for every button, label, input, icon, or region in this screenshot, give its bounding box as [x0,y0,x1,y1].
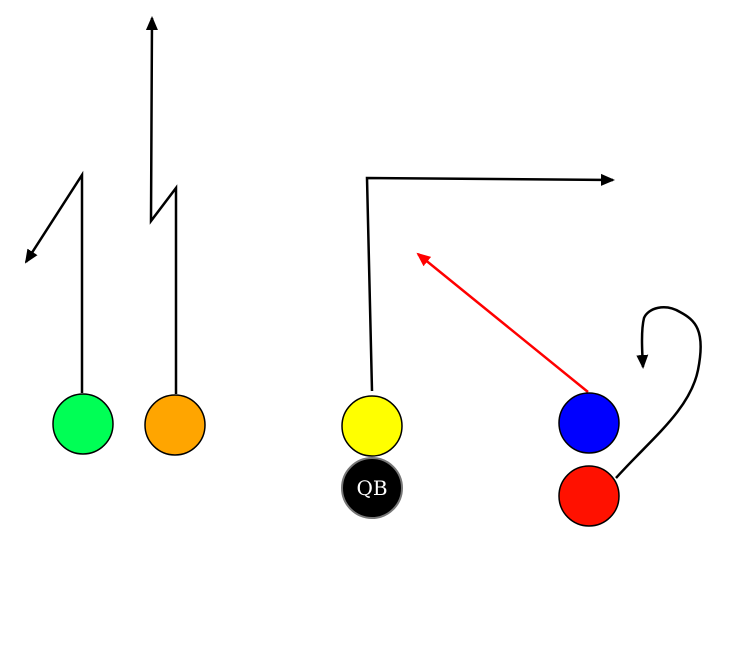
player-yellow[interactable] [341,395,403,457]
player-blue[interactable] [558,392,620,454]
red-route [615,306,702,479]
player-green[interactable] [52,393,114,455]
orange-route [145,16,178,394]
qb-label: QB [356,476,387,500]
yellow-route [365,173,615,392]
player-orange[interactable] [144,394,206,456]
green-route [24,170,84,393]
player-qb[interactable]: QB [341,457,403,519]
pass-arrow [416,252,589,393]
player-red[interactable] [558,465,620,527]
